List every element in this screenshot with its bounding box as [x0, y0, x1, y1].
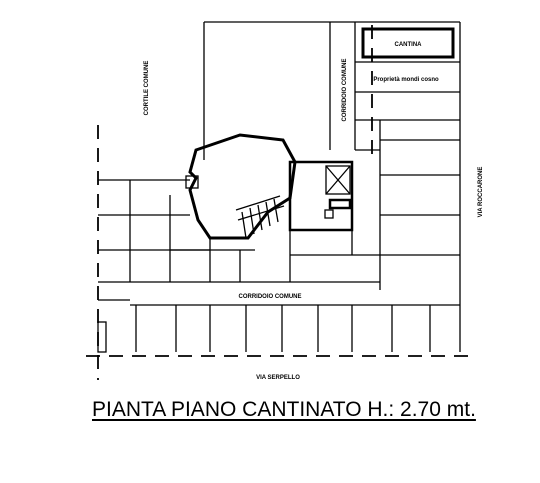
- cantina-room: [361, 27, 455, 59]
- plan-caption: PIANTA PIANO CANTINATO H.: 2.70 mt.: [92, 398, 476, 421]
- plan-walls: [97, 21, 461, 353]
- label-cortile-comune: CORTILE COMUNE: [144, 61, 150, 116]
- label-corridoio-comune: CORRIDOIO COMUNE: [239, 294, 302, 300]
- service-block: [288, 160, 354, 232]
- label-proprieta: Proprietà mondi cosno: [373, 77, 439, 83]
- property-boundary: [86, 25, 475, 380]
- label-via-serpello: VIA SERPELLO: [256, 375, 300, 381]
- elevator-shaft: [325, 165, 351, 195]
- label-corridoio-vertical: CORRIDOIO COMUNE: [342, 59, 348, 122]
- staircase: [235, 195, 285, 239]
- label-cantina: CANTINA: [395, 42, 423, 48]
- stair-core: [188, 133, 297, 240]
- label-via-roccaro: VIA ROCCARONE: [478, 167, 484, 218]
